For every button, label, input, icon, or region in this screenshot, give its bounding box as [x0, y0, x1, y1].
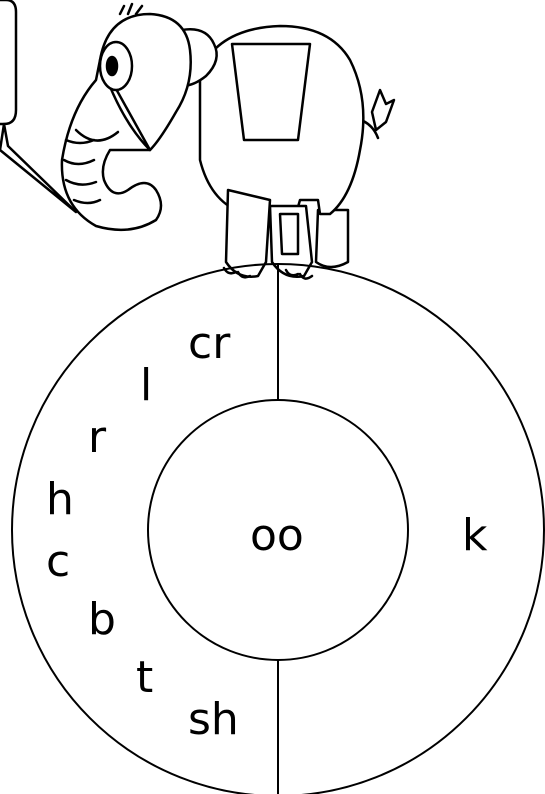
vowel-label: oo	[250, 510, 304, 561]
onset-b: b	[88, 594, 116, 645]
onset-cr: cr	[188, 318, 231, 369]
onset-c: c	[46, 536, 70, 587]
onset-h: h	[46, 474, 74, 525]
ending-label: k	[462, 510, 488, 561]
onset-l: l	[140, 360, 152, 411]
onset-sh: sh	[188, 694, 239, 745]
onset-r: r	[88, 412, 107, 463]
onset-t: t	[136, 652, 153, 703]
cartoon-elephant-icon	[62, 4, 394, 279]
